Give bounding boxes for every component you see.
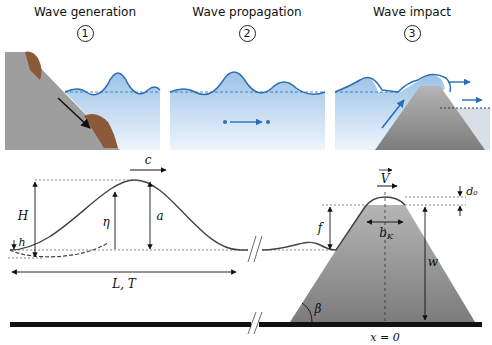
slope-angle-symbol: β (315, 303, 322, 315)
depth-symbol: h (18, 237, 25, 248)
panel-heading: Wave generation (34, 6, 136, 18)
step-number: 3 (409, 28, 416, 39)
panel-heading: Wave impact (373, 6, 451, 18)
freeboard-symbol: f (318, 222, 322, 234)
step-circle: 2 (239, 25, 256, 42)
step-circle: 1 (77, 25, 94, 42)
height-symbol: H (18, 210, 28, 222)
celerity-symbol: c (145, 154, 152, 166)
velocity-symbol: V (381, 173, 390, 185)
origin-label: x = 0 (370, 332, 399, 343)
step-number: 1 (82, 28, 89, 39)
crest-width-symbol: b (379, 227, 387, 239)
step-circle: 3 (404, 25, 421, 42)
amplitude-symbol: a (156, 210, 163, 222)
elevation-symbol: η (102, 216, 109, 228)
crest-width-subscript: K (387, 233, 393, 241)
overflow-depth-symbol: d₀ (466, 186, 477, 197)
step-number: 2 (244, 28, 251, 39)
panel-heading: Wave propagation (192, 6, 301, 18)
dam-height-symbol: w (428, 256, 438, 268)
wavelength-symbol: L, T (112, 278, 136, 290)
